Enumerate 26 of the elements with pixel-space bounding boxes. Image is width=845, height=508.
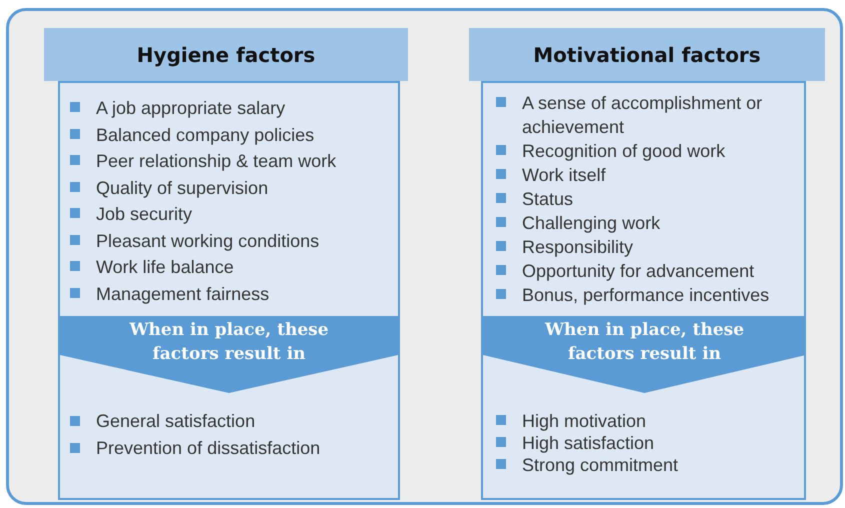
list-item-text: Prevention of dissatisfaction <box>96 437 322 460</box>
list-item-text: High satisfaction <box>522 432 656 454</box>
list-item-text: Strong commitment <box>522 454 680 476</box>
outer-frame <box>6 8 843 505</box>
list-item-text: High motivation <box>522 410 648 432</box>
list-item-text: Challenging work <box>522 212 662 235</box>
list-item-text: Work life balance <box>96 256 235 279</box>
list-item-text: A sense of accomplishment or achievement <box>522 92 764 139</box>
list-item-text: Peer relationship & team work <box>96 150 338 173</box>
list-item-text: Status <box>522 188 574 211</box>
list-item-text: Bonus, performance incentives <box>522 284 770 307</box>
list-item-text: Opportunity for advancement <box>522 260 756 283</box>
column-heading: Motivational factors <box>469 28 825 81</box>
banner-text: When in place, these factors result in <box>128 319 330 366</box>
list-item-text: Work itself <box>522 164 607 187</box>
column-heading: Hygiene factors <box>44 28 408 81</box>
banner-text: When in place, these factors result in <box>544 319 746 366</box>
list-item-text: Job security <box>96 203 194 226</box>
list-item-text: Quality of supervision <box>96 176 270 200</box>
list-item-text: Pleasant working conditions <box>96 230 320 253</box>
list-item-text: A job appropriate salary <box>96 97 286 120</box>
list-item-text: Recognition of good work <box>522 140 726 163</box>
list-item-text: General satisfaction <box>96 410 256 433</box>
list-item-text: Responsibility <box>522 236 634 259</box>
list-item-text: Balanced company policies <box>96 124 316 147</box>
list-item-text: Management fairness <box>96 282 270 306</box>
